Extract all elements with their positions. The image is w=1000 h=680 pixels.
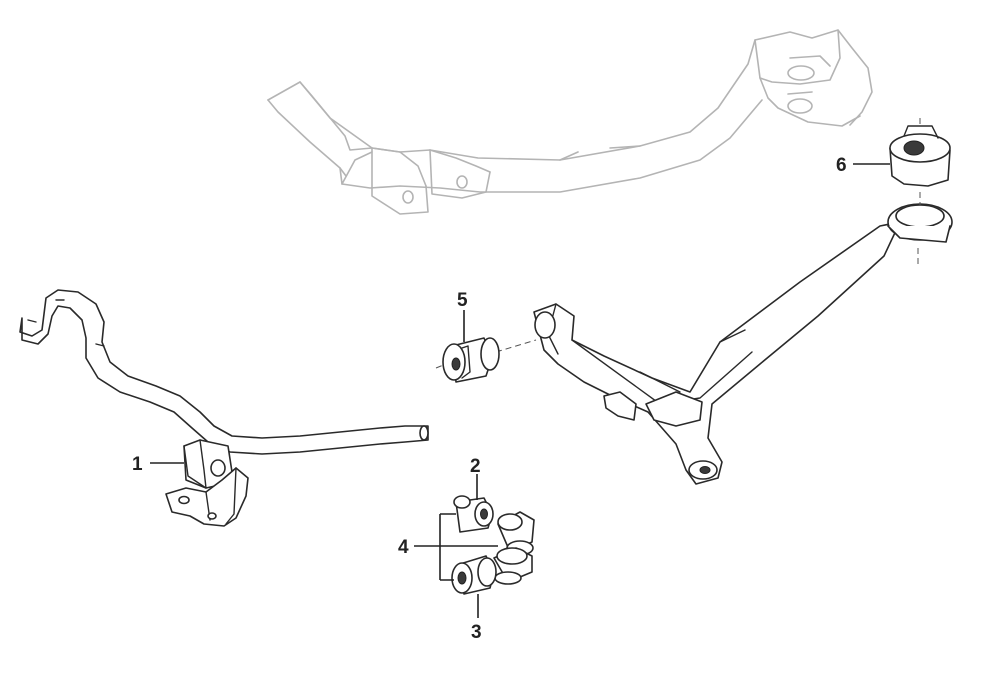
part-6-mount-bush [889, 118, 951, 187]
leader-lines [150, 163, 890, 618]
part-2-bush [453, 495, 494, 533]
callout-1: 1 [132, 454, 143, 475]
part-4-sleeve-upper [497, 511, 535, 556]
callout-5: 5 [457, 290, 468, 311]
callout-4: 4 [398, 537, 409, 558]
part-5-rubber-bush [435, 337, 537, 383]
part-3-bush [451, 555, 497, 595]
anti-roll-bar [19, 289, 429, 455]
part-1-bar-bush-clamp [165, 439, 249, 527]
arm-eye-ring [887, 192, 953, 264]
lower-wishbone-arm [533, 221, 901, 485]
callout-2: 2 [470, 456, 481, 477]
subframe-ghost [267, 29, 873, 215]
part-4-sleeve-lower [493, 547, 533, 585]
callout-6: 6 [836, 155, 847, 176]
callout-3: 3 [471, 622, 482, 643]
